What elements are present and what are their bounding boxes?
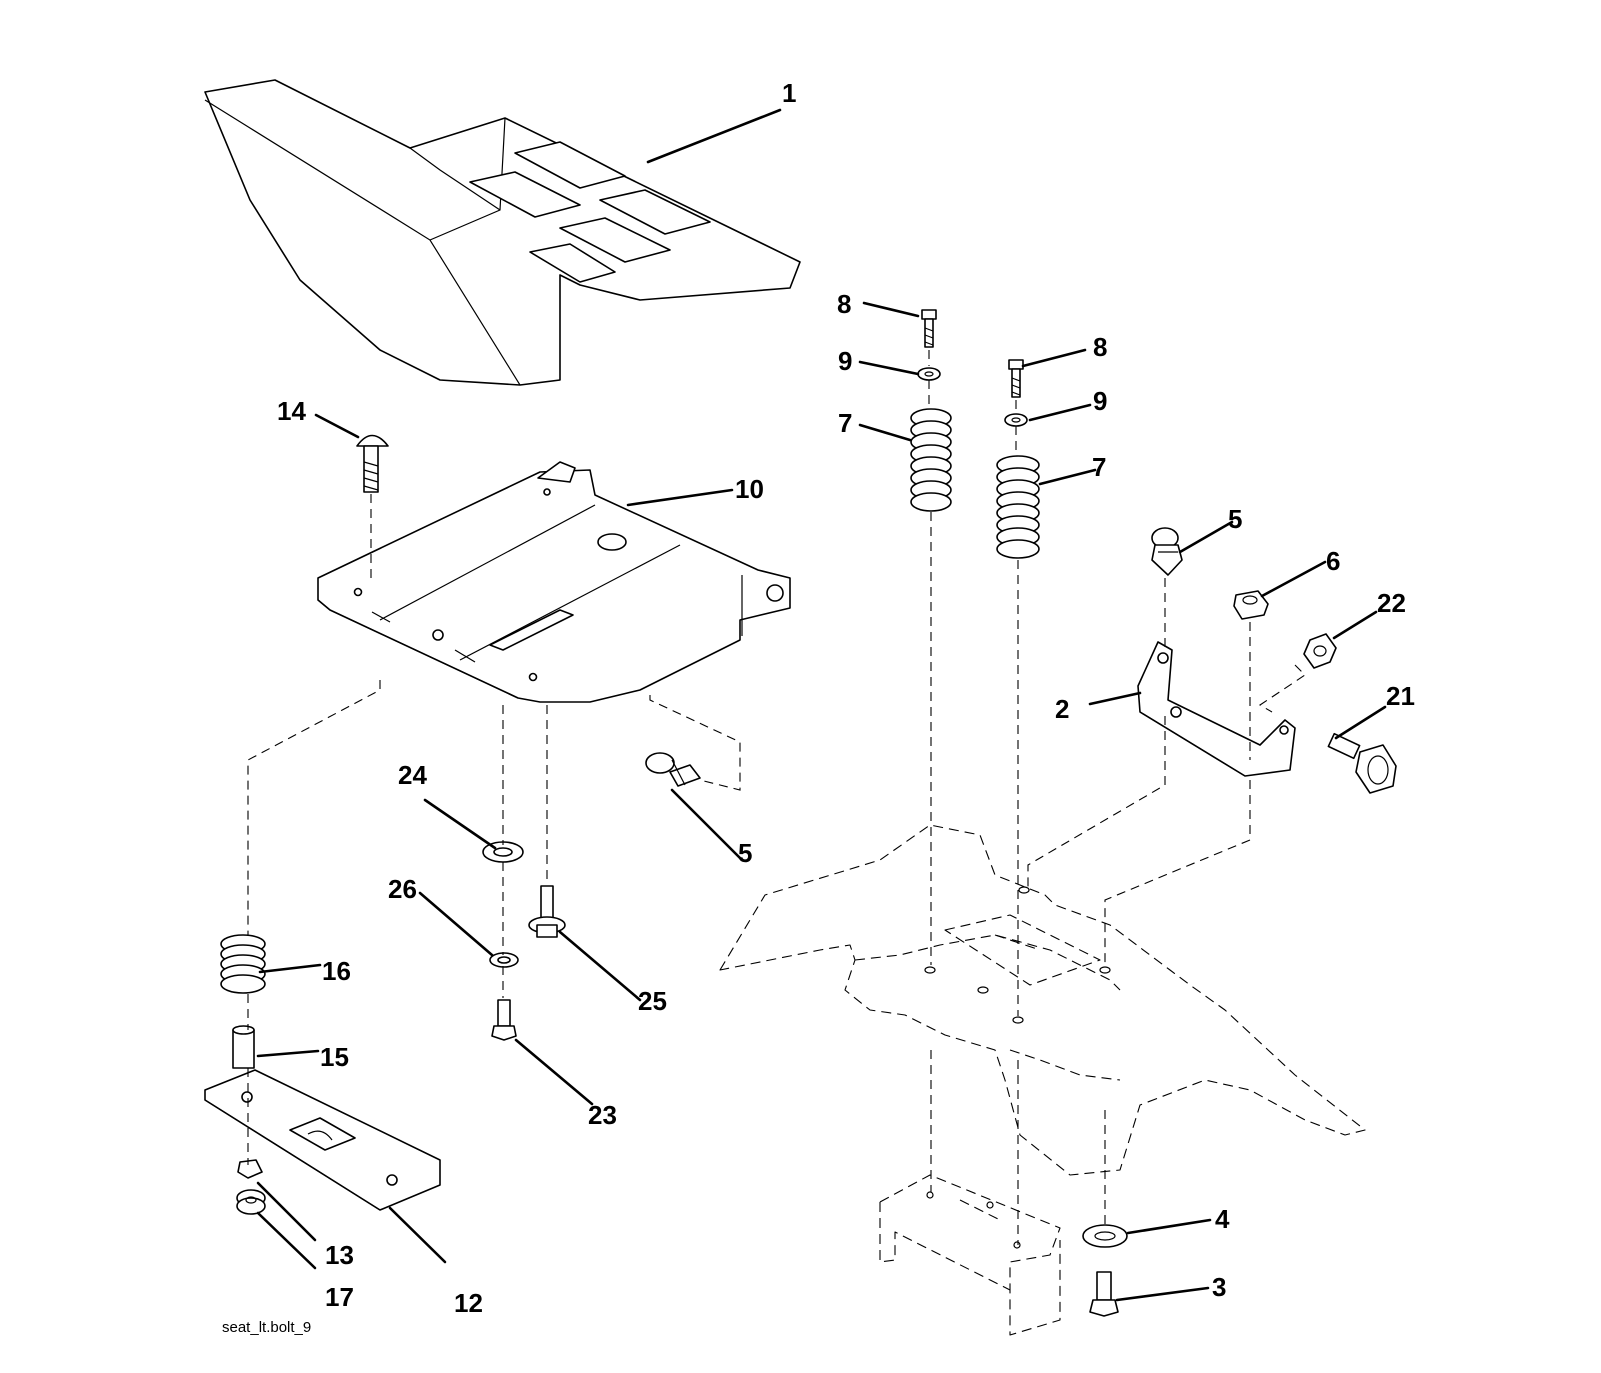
callout-13: 13 — [325, 1240, 354, 1270]
shoulder-bolt-21 — [1327, 732, 1397, 794]
callout-16: 16 — [322, 956, 351, 986]
bolt-8-left — [921, 309, 937, 348]
mount-bracket — [879, 1174, 1061, 1336]
callout-9-left: 9 — [838, 346, 852, 376]
callout-7-left: 7 — [838, 408, 852, 438]
callout-25: 25 — [638, 986, 667, 1016]
seat-spring-right — [996, 455, 1040, 559]
nut-13 — [237, 1159, 263, 1179]
seat-spring-small — [220, 934, 266, 994]
seat-spring-left — [910, 408, 952, 512]
washer-4 — [1082, 1224, 1128, 1248]
callout-26: 26 — [388, 874, 417, 904]
clip-right — [1151, 527, 1183, 576]
callout-15: 15 — [320, 1042, 349, 1072]
washer-9-right — [1004, 413, 1028, 427]
hex-bolt-3 — [1089, 1271, 1119, 1317]
nut-6 — [1233, 590, 1269, 620]
callout-6: 6 — [1326, 546, 1340, 576]
clip-left — [645, 752, 701, 787]
bolt-8-right — [1008, 359, 1024, 398]
callout-8-left: 8 — [837, 289, 851, 319]
callout-9-right: 9 — [1093, 386, 1107, 416]
callout-labels: 1 10 14 16 15 12 13 17 24 26 25 23 5 8 9… — [277, 78, 1415, 1318]
callout-5-right: 5 — [1228, 504, 1242, 534]
figure-id: seat_lt.bolt_9 — [222, 1319, 311, 1336]
flange-nut-17 — [236, 1189, 266, 1215]
callout-12: 12 — [454, 1288, 483, 1318]
carriage-bolt — [356, 434, 389, 493]
callout-23: 23 — [588, 1100, 617, 1130]
assembly-lines — [247, 350, 1306, 1245]
shoulder-bolt-25 — [528, 885, 566, 938]
callout-2: 2 — [1055, 694, 1069, 724]
callout-10: 10 — [735, 474, 764, 504]
leader-lines — [256, 108, 1387, 1302]
fender-holes — [924, 886, 1111, 1024]
callout-8-right: 8 — [1093, 332, 1107, 362]
seat — [204, 79, 801, 386]
washer-9-left — [917, 367, 941, 381]
callout-14: 14 — [277, 396, 306, 426]
callout-3: 3 — [1212, 1272, 1226, 1302]
callout-21: 21 — [1386, 681, 1415, 711]
callout-5-left: 5 — [738, 838, 752, 868]
seat-bracket — [1137, 641, 1296, 777]
callout-1: 1 — [782, 78, 796, 108]
seat-pan — [317, 461, 791, 703]
callout-22: 22 — [1377, 588, 1406, 618]
callout-17: 17 — [325, 1282, 354, 1312]
spacer — [232, 1025, 255, 1069]
nut-22 — [1303, 633, 1337, 669]
callout-4: 4 — [1215, 1204, 1230, 1234]
callout-24: 24 — [398, 760, 427, 790]
pivot-plate — [204, 1069, 441, 1211]
fender-frame — [719, 824, 1366, 1176]
callout-7-right: 7 — [1092, 452, 1106, 482]
lock-washer-26 — [489, 952, 519, 968]
hex-bolt-23 — [491, 999, 517, 1041]
